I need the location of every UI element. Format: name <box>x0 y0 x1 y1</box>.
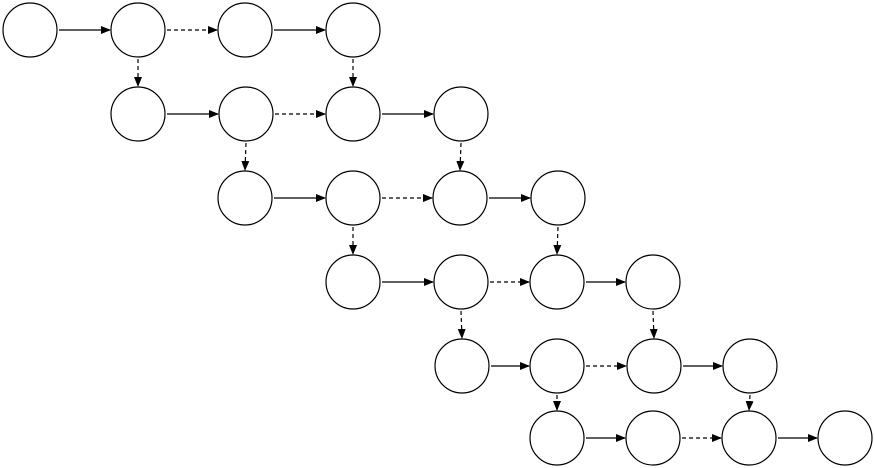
node-circle-n5-3 <box>817 410 873 466</box>
node-n0-1 <box>110 2 166 58</box>
node-circle-n1-0 <box>110 86 166 142</box>
node-circle-n2-0 <box>217 170 273 226</box>
node-n3-1 <box>433 254 489 310</box>
edge-n3-1-to-n4-0 <box>457 310 466 339</box>
node-n5-3 <box>817 410 873 466</box>
node-circle-n3-2 <box>529 254 585 310</box>
node-circle-n3-0 <box>325 254 381 310</box>
node-circle-n1-3 <box>433 86 489 142</box>
node-circle-n2-3 <box>530 170 586 226</box>
edge-n3-3-to-n4-2 <box>649 310 658 339</box>
node-circle-n3-1 <box>433 254 489 310</box>
node-n5-1 <box>625 410 681 466</box>
node-circle-n5-1 <box>625 410 681 466</box>
node-circle-n4-1 <box>529 338 585 394</box>
node-circle-n0-0 <box>2 2 58 58</box>
node-circle-n0-2 <box>217 2 273 58</box>
node-n3-3 <box>625 254 681 310</box>
node-n2-1 <box>325 170 381 226</box>
node-n4-1 <box>529 338 585 394</box>
node-circle-n2-1 <box>325 170 381 226</box>
node-circle-n2-2 <box>432 170 488 226</box>
node-n5-2 <box>721 410 777 466</box>
edge-n2-3-to-n3-2 <box>553 226 562 255</box>
node-n1-0 <box>110 86 166 142</box>
node-circle-n4-2 <box>626 338 682 394</box>
node-circle-n5-2 <box>721 410 777 466</box>
node-n0-2 <box>217 2 273 58</box>
node-circle-n5-0 <box>529 410 585 466</box>
edges-layer <box>59 26 818 442</box>
node-n1-3 <box>433 86 489 142</box>
node-n2-2 <box>432 170 488 226</box>
node-n4-3 <box>722 338 778 394</box>
node-n4-0 <box>434 338 490 394</box>
node-circle-n4-0 <box>434 338 490 394</box>
node-n1-1 <box>218 86 274 142</box>
node-n0-3 <box>325 2 381 58</box>
node-circle-n0-3 <box>325 2 381 58</box>
node-n0-0 <box>2 2 58 58</box>
node-circle-n4-3 <box>722 338 778 394</box>
edge-n1-1-to-n2-0 <box>241 142 250 171</box>
node-n4-2 <box>626 338 682 394</box>
node-n5-0 <box>529 410 585 466</box>
node-circle-n1-1 <box>218 86 274 142</box>
node-circle-n1-2 <box>325 86 381 142</box>
node-n2-3 <box>530 170 586 226</box>
edge-n1-3-to-n2-2 <box>456 142 465 171</box>
edge-n4-3-to-n5-2 <box>745 394 754 411</box>
node-circle-n0-1 <box>110 2 166 58</box>
node-n3-2 <box>529 254 585 310</box>
node-circle-n3-3 <box>625 254 681 310</box>
node-n2-0 <box>217 170 273 226</box>
node-n1-2 <box>325 86 381 142</box>
node-n3-0 <box>325 254 381 310</box>
